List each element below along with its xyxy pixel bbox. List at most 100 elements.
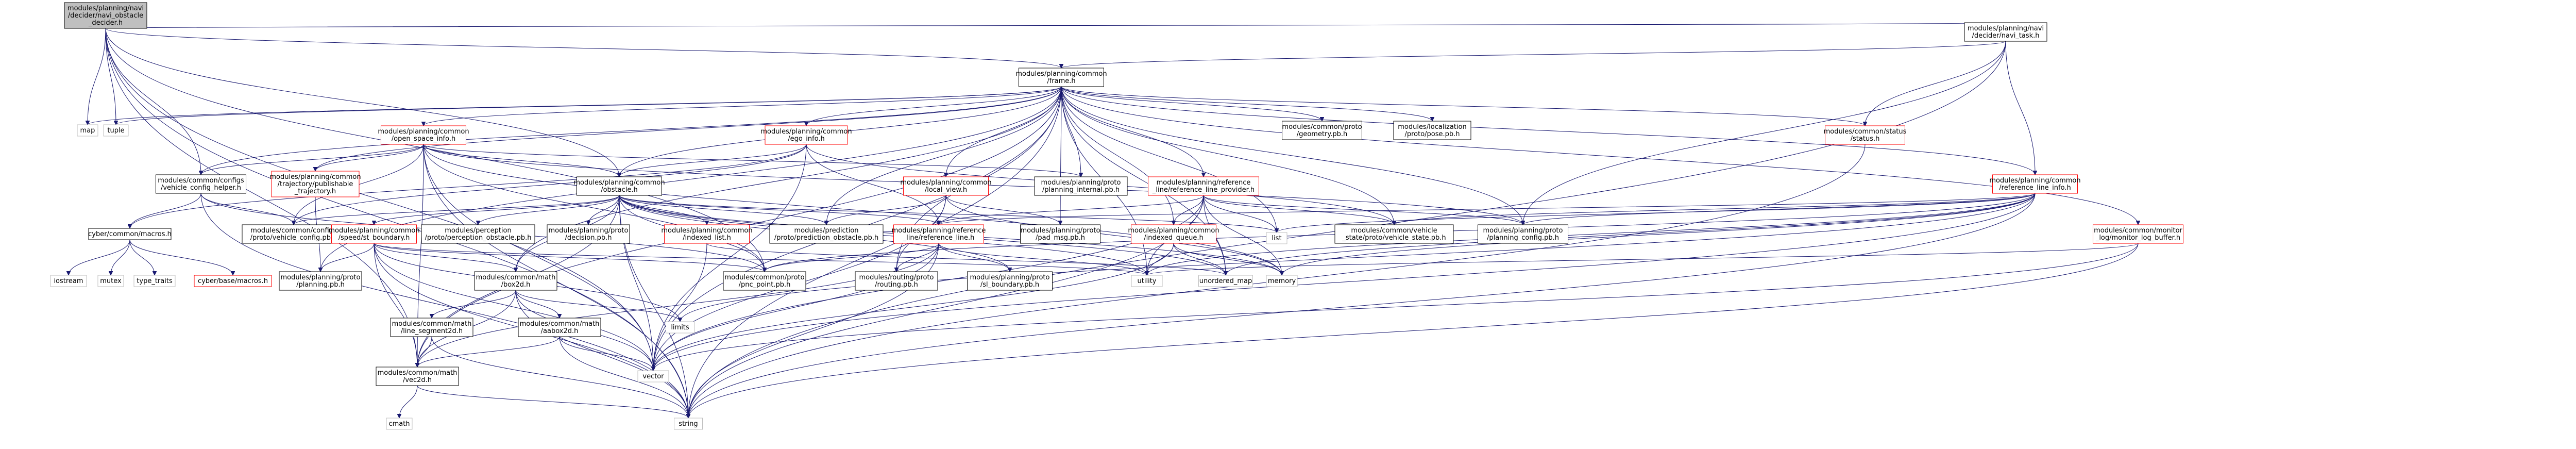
node-box2d[interactable]: modules/common/math/box2d.h: [474, 271, 557, 291]
node-label-line: iostream: [54, 277, 83, 285]
edge-speedst-to-pnc_point: [374, 243, 765, 272]
node-box: [1148, 176, 1259, 196]
edge-root-to-obstacle: [105, 28, 619, 177]
node-label-line: /planning_config.pb.h: [1487, 234, 1559, 242]
edge-frame-to-status: [1061, 86, 1865, 126]
node-label-line: modules/common/monitor: [2094, 227, 2182, 235]
node-box: [903, 176, 989, 196]
node-macros[interactable]: cyber/common/macros.h: [88, 228, 172, 240]
node-vector[interactable]: vector: [637, 370, 669, 383]
node-planning_config_pb[interactable]: modules/planning/proto/planning_config.p…: [1478, 224, 1568, 244]
node-box: [1334, 224, 1454, 244]
node-label-line: type_traits: [137, 277, 173, 285]
node-label-line: modules/common/math: [520, 320, 600, 328]
node-label-line: /local_view.h: [925, 186, 967, 194]
node-label-line: modules/planning/common: [573, 179, 665, 187]
node-pose_pb[interactable]: modules/localization/proto/pose.pb.h: [1393, 121, 1471, 140]
node-label-line: modules/planning/common: [328, 227, 419, 235]
node-map[interactable]: map: [77, 124, 98, 137]
node-label-line: modules/common/status: [1824, 128, 1907, 136]
node-planning_internal[interactable]: modules/planning/proto/planning_internal…: [1034, 176, 1128, 196]
node-label-line: modules/common/configs: [250, 227, 337, 235]
node-indexed_queue[interactable]: modules/planning/common/indexed_queue.h: [1128, 224, 1219, 244]
node-vehicle_state_pb[interactable]: modules/common/vehicle_state/proto/vehic…: [1334, 224, 1454, 244]
node-line_segment[interactable]: modules/common/math/line_segment2d.h: [390, 318, 473, 337]
node-reference_line[interactable]: modules/planning/reference_line/referenc…: [892, 224, 986, 244]
edge-frame-to-vehicle_config_helper: [201, 86, 1062, 175]
node-box: [664, 224, 750, 244]
node-monitor_log[interactable]: modules/common/monitor_log/monitor_log_b…: [2093, 224, 2183, 244]
node-pad_msg[interactable]: modules/planning/proto/pad_msg.pb.h: [1020, 224, 1100, 244]
edge-ref_line_provider-to-planning_config_pb: [1203, 195, 1523, 225]
edge-reference_line-to-routing_pb: [896, 243, 939, 272]
node-routing_pb[interactable]: modules/routing/proto/routing.pb.h: [855, 271, 938, 291]
node-publishable[interactable]: modules/planning/common/trajectory/publi…: [269, 171, 361, 197]
node-label-line: modules/planning/proto: [1041, 179, 1121, 187]
node-indexed_list[interactable]: modules/planning/common/indexed_list.h: [661, 224, 753, 244]
edge-speedst-to-utility: [374, 243, 1147, 276]
node-tuple[interactable]: tuple: [103, 124, 129, 137]
node-box: [97, 275, 124, 287]
node-open_space[interactable]: modules/planning/common/open_space_info.…: [378, 125, 469, 145]
node-box: [893, 224, 984, 244]
node-vehicle_config_helper[interactable]: modules/common/configs/vehicle_config_he…: [156, 174, 246, 194]
edge-open_space-to-vehicle_config_helper: [201, 144, 424, 175]
node-ref_line_info[interactable]: modules/planning/common/reference_line_i…: [1989, 174, 2081, 194]
node-pnc_point[interactable]: modules/common/proto/pnc_point.pb.h: [723, 271, 806, 291]
node-planning_pb[interactable]: modules/planning/proto/planning.pb.h: [279, 271, 362, 291]
node-box: [577, 176, 662, 196]
node-list[interactable]: list: [1266, 232, 1287, 244]
edge-frame-to-vehicle_state_pb: [1061, 86, 1394, 225]
node-label-line: /obstacle.h: [601, 186, 638, 194]
node-label-line: modules/common/proto: [724, 274, 804, 281]
node-string[interactable]: string: [674, 418, 703, 430]
node-frame[interactable]: modules/planning/common/frame.h: [1015, 68, 1107, 87]
edge-monitor_log-to-string: [688, 243, 2139, 418]
node-decision_pb[interactable]: modules/planning/proto/decision.pb.h: [547, 224, 630, 244]
node-box: [390, 318, 473, 337]
node-unordered_map[interactable]: unordered_map: [1198, 275, 1253, 287]
node-speedst[interactable]: modules/planning/common/speed/st_boundar…: [328, 224, 420, 244]
node-task[interactable]: modules/planning/navi/decider/navi_task.…: [1964, 22, 2047, 42]
edge-ref_line_info-to-memory: [1282, 193, 2036, 275]
node-prediction_obstacle[interactable]: modules/prediction/proto/prediction_obst…: [769, 224, 884, 244]
node-cmath[interactable]: cmath: [386, 418, 413, 430]
node-iostream[interactable]: iostream: [50, 275, 87, 287]
node-local_view[interactable]: modules/planning/common/local_view.h: [900, 176, 992, 196]
node-ref_line_provider[interactable]: modules/planning/reference_line/referenc…: [1148, 176, 1259, 196]
node-vec2d[interactable]: modules/common/math/vec2d.h: [376, 367, 459, 386]
node-label-line: /vehicle_config_helper.h: [161, 184, 241, 192]
node-status[interactable]: modules/common/status/status.h: [1824, 125, 1907, 145]
node-obstacle[interactable]: modules/planning/common/obstacle.h: [573, 176, 665, 196]
node-label-line: _line/reference_line.h: [903, 234, 975, 242]
node-aabox[interactable]: modules/common/math/aabox2d.h: [518, 318, 601, 337]
node-label-line: map: [80, 127, 95, 135]
edge-root-to-string: [105, 28, 688, 418]
node-ego_info[interactable]: modules/planning/common/ego_info.h: [760, 125, 852, 145]
node-cyber_base_macros[interactable]: cyber/base/macros.h: [194, 275, 272, 287]
edge-root-to-tuple: [105, 28, 116, 125]
node-vehicle_config_pb[interactable]: modules/common/configs/proto/vehicle_con…: [242, 224, 346, 244]
node-memory[interactable]: memory: [1266, 275, 1298, 287]
dependency-nodes: modules/planning/navi/decider/navi_obsta…: [50, 2, 2183, 430]
node-sl_boundary[interactable]: modules/planning/proto/sl_boundary.pb.h: [967, 271, 1053, 291]
node-root[interactable]: modules/planning/navi/decider/navi_obsta…: [64, 2, 147, 29]
node-limits[interactable]: limits: [666, 321, 694, 334]
node-type_traits[interactable]: type_traits: [133, 275, 176, 287]
edge-obstacle-to-prediction_obstacle: [619, 195, 826, 225]
node-geometry_pb[interactable]: modules/common/proto/geometry.pb.h: [1282, 121, 1362, 140]
edge-reference_line-to-vector: [653, 243, 939, 371]
node-label-line: /proto/pose.pb.h: [1404, 130, 1460, 138]
node-label-line: /sl_boundary.pb.h: [980, 281, 1039, 289]
node-box: [1266, 232, 1287, 244]
node-mutex[interactable]: mutex: [97, 275, 124, 287]
edge-macros-to-mutex: [111, 239, 130, 275]
edge-ego_info-to-macros: [130, 144, 807, 228]
node-utility[interactable]: utility: [1131, 275, 1163, 287]
node-label-line: /open_space_info.h: [392, 135, 455, 143]
edge-frame-to-open_space: [423, 86, 1062, 126]
node-label-line: modules/common/vehicle: [1351, 227, 1437, 235]
node-box: [421, 224, 535, 244]
node-perception_obstacle[interactable]: modules/perception/proto/perception_obst…: [421, 224, 535, 244]
node-box: [637, 370, 669, 383]
